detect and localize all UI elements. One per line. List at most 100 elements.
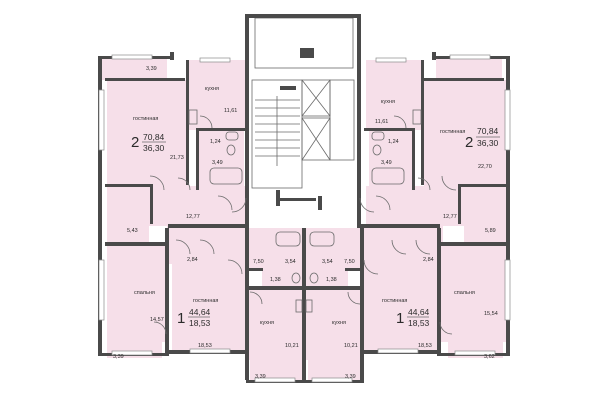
toilet-top-right: [372, 144, 382, 156]
area-3-54-left: 3,54: [285, 259, 296, 265]
room-count: 1: [396, 310, 404, 327]
balcony-bottom-center-left: [250, 360, 302, 382]
toilet-bottom-left: [291, 272, 301, 284]
room-label-living-bottom-left: гостинная: [193, 298, 218, 304]
area-3-39-bottom-center-left: 3,39: [255, 374, 266, 380]
room-label-bedroom-bottom-left: спальня: [134, 290, 155, 296]
bathtub-top-left: [209, 167, 243, 185]
bathtub-bottom-left: [275, 231, 301, 247]
hall-bottom-left: [167, 226, 247, 264]
stair-core: [247, 17, 359, 226]
bathtub-top-right: [371, 167, 405, 185]
area-1-38-right: 1,38: [326, 277, 337, 283]
room-label-living-top-left: гостинная: [133, 116, 158, 122]
total-area: 70,84: [143, 132, 165, 142]
apartment-badge-bottom-left: 1 44,64 18,53: [177, 307, 211, 328]
apartment-badge-bottom-right: 1 44,64 18,53: [396, 307, 430, 328]
bedroom-bottom-right: [438, 246, 506, 342]
apartment-badge-top-right: 2 70,84 36,30: [465, 126, 500, 151]
stove-top-left: [188, 109, 198, 125]
area-2-84-left: 2,84: [187, 257, 198, 263]
area-3-49-right: 3,49: [381, 160, 392, 166]
stove-top-right: [412, 109, 422, 125]
area-3-49-left: 3,49: [212, 160, 223, 166]
area-3-39-bottom-center-right: 3,39: [345, 374, 356, 380]
area-5-89: 5,89: [485, 228, 496, 234]
balcony-top-left: [101, 58, 167, 80]
wc-bottom-left: [262, 270, 305, 288]
stove-bottom-right: [305, 299, 313, 313]
living-room-top-left: [107, 80, 189, 186]
area-2-84-right: 2,84: [423, 257, 434, 263]
living-area: 36,30: [143, 143, 165, 153]
room-count: 2: [465, 134, 473, 151]
apartment-top-right[interactable]: [366, 58, 506, 246]
area-3-39-bottom-left: 3,39: [113, 354, 124, 360]
apartment-badge-top-left: 2 70,84 36,30: [131, 132, 166, 153]
area-3-39-top: 3,39: [146, 66, 157, 72]
balcony-top-right: [436, 58, 502, 80]
room-label-kitchen-top-left: кухня: [205, 86, 219, 92]
fixtures: [188, 109, 422, 313]
storage-top-right: [464, 186, 506, 246]
area-10-21-right: 10,21: [344, 343, 358, 349]
area-3-54-right: 3,54: [322, 259, 333, 265]
area-values: 3,39 11,61 11,61 1,24 1,24 3,49 3,49 21,…: [113, 66, 498, 380]
area-5-43: 5,43: [127, 228, 138, 234]
area-21-73: 21,73: [170, 155, 184, 161]
total-area: 44,64: [408, 307, 430, 317]
room-label-living-top-right: гостинная: [440, 129, 465, 135]
area-12-77-left: 12,77: [186, 214, 200, 220]
apartment-bottom-left[interactable]: [107, 226, 305, 360]
kitchen-top-right: [366, 60, 424, 130]
area-15-54: 15,54: [484, 311, 498, 317]
area-3-62: 3,62: [484, 354, 495, 360]
area-18-53-bottom-left: 18,53: [198, 343, 212, 349]
area-14-57: 14,57: [150, 317, 164, 323]
area-7-50-right: 7,50: [344, 259, 355, 265]
area-11-61-left: 11,61: [224, 108, 237, 114]
room-label-kitchen-bottom-center-left: кухня: [260, 320, 274, 326]
toilet-bottom-right: [309, 272, 319, 284]
total-area: 44,64: [189, 307, 211, 317]
stove-bottom-left: [295, 299, 303, 313]
area-10-21-left: 10,21: [285, 343, 299, 349]
sink-top-left: [225, 131, 239, 141]
living-room-bottom-right: [363, 264, 438, 352]
area-12-77-right: 12,77: [443, 214, 457, 220]
area-11-61-right: 11,61: [375, 119, 388, 125]
doors: [149, 115, 457, 335]
windows: [98, 54, 511, 383]
living-room-bottom-left: [172, 264, 247, 352]
room-label-kitchen-top-right: кухня: [381, 99, 395, 105]
hall-bottom-right: [363, 226, 443, 264]
sink-top-right: [371, 131, 385, 141]
area-22-70: 22,70: [478, 164, 492, 170]
room-label-bedroom-bottom-right: спальня: [454, 290, 475, 296]
kitchen-top-left: [189, 60, 247, 130]
area-1-24-right: 1,24: [388, 139, 399, 145]
toilet-top-left: [226, 144, 236, 156]
walls: [98, 14, 510, 383]
total-area: 70,84: [477, 126, 499, 136]
kitchen-bottom-center-left: [247, 290, 305, 360]
area-1-24-left: 1,24: [210, 139, 221, 145]
living-room-top-right: [424, 80, 506, 186]
living-area: 18,53: [408, 318, 430, 328]
bathtub-bottom-right: [309, 231, 335, 247]
apartment-top-left[interactable]: [101, 58, 247, 246]
area-7-50-left: 7,50: [253, 259, 264, 265]
storage-top-left: [107, 186, 149, 246]
wc-bottom-right: [305, 270, 348, 288]
living-area: 36,30: [477, 138, 499, 148]
room-count: 1: [177, 310, 185, 327]
room-label-kitchen-bottom-center-right: кухня: [332, 320, 346, 326]
room-count: 2: [131, 134, 139, 151]
apartment-bottom-right[interactable]: [305, 226, 506, 360]
living-area: 18,53: [189, 318, 211, 328]
area-1-38-left: 1,38: [270, 277, 281, 283]
elevator-shaft-3: [329, 79, 355, 161]
bedroom-bottom-left: [107, 246, 167, 342]
room-label-living-bottom-right: гостинная: [382, 298, 407, 304]
